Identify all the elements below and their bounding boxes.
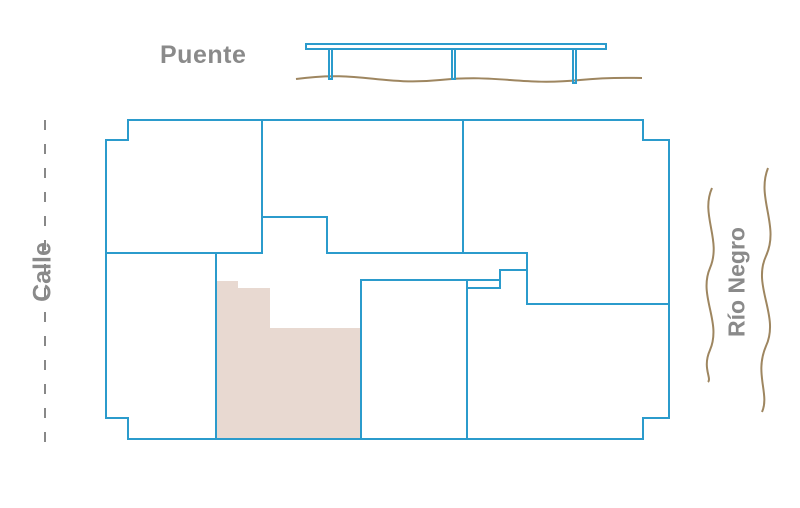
river-label: Río Negro [723, 227, 750, 337]
river-waves-icon [705, 167, 772, 413]
unit-top-middle [262, 120, 464, 254]
unit-top-right [463, 252, 669, 305]
unit-divider [467, 280, 501, 289]
corridor-wall-right [360, 269, 527, 439]
floor-plan-walls [105, 119, 670, 440]
bridge-label: Puente [160, 41, 247, 69]
bridge-water-line [295, 75, 643, 83]
highlighted-unit [217, 281, 361, 438]
outer-wall [105, 119, 670, 440]
bridge-pillars [328, 48, 577, 84]
street-label: Calle [28, 242, 57, 302]
unit-top-left [106, 120, 263, 254]
bridge-icon [295, 43, 643, 84]
